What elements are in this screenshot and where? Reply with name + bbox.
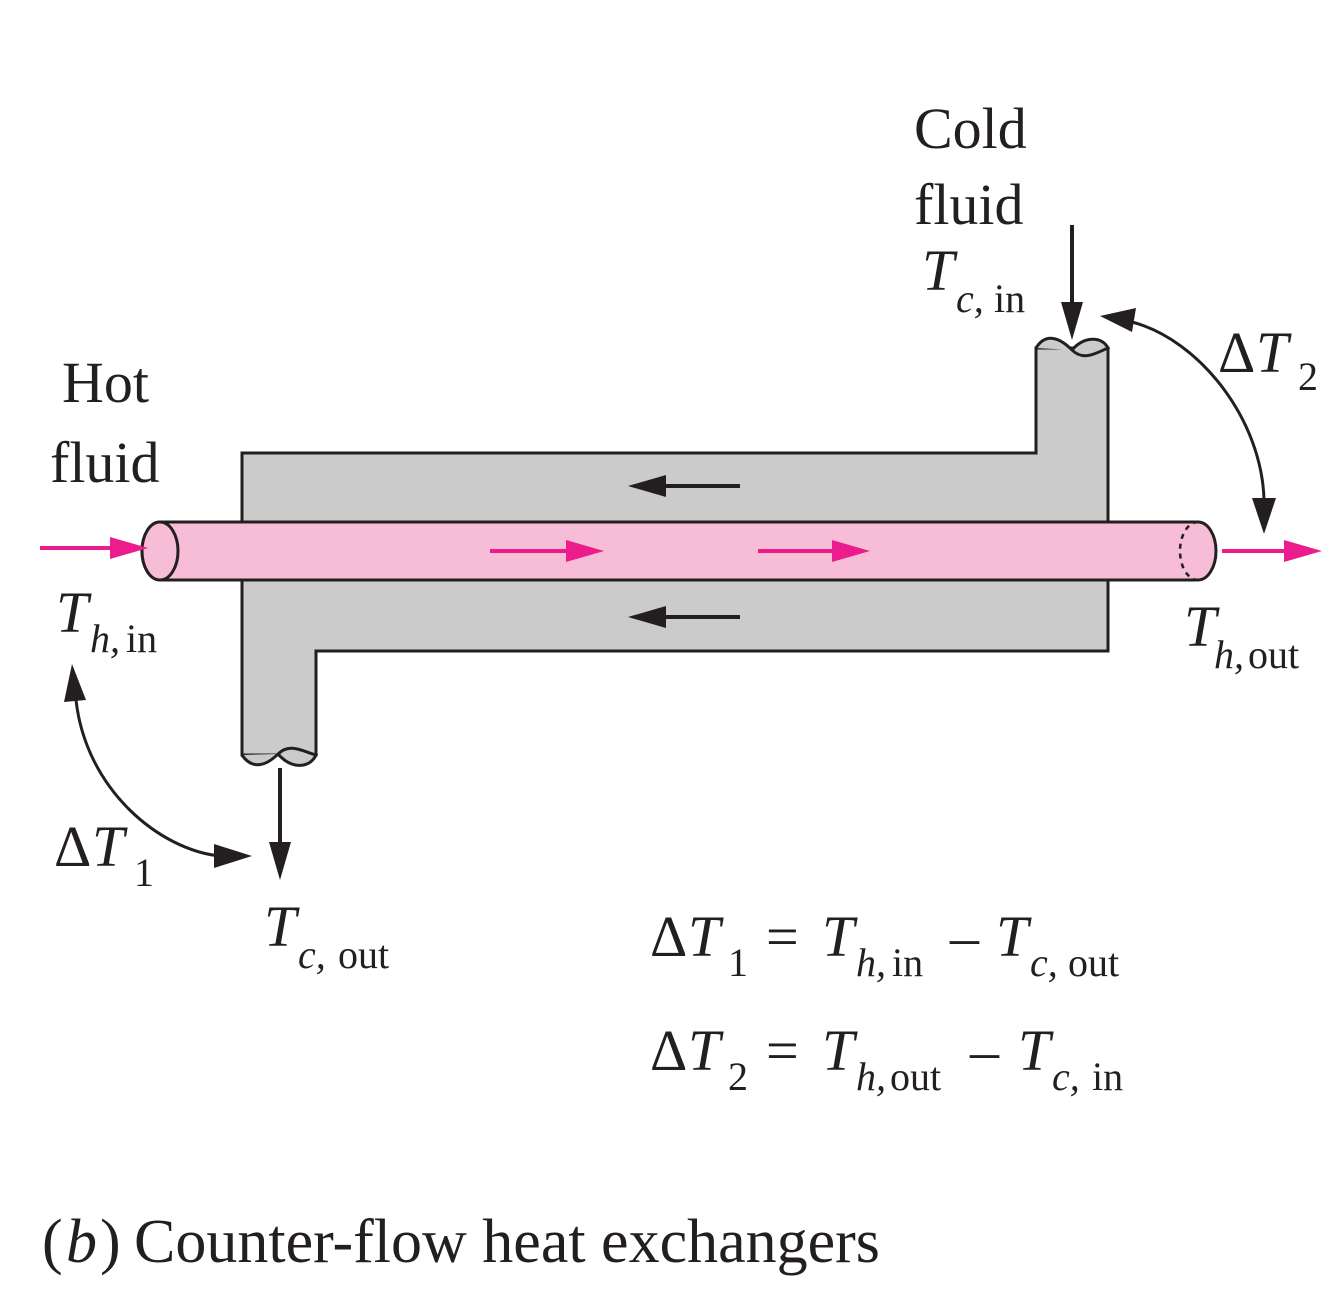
cold-fluid-label-line1: Cold [914, 96, 1027, 161]
hot-fluid-label-line2: fluid [50, 430, 160, 495]
t-symbol: T [996, 904, 1032, 969]
subscript-out: out [890, 1054, 941, 1099]
cold-inlet-arrow [1061, 225, 1083, 340]
subscript-2: 2 [1298, 354, 1318, 399]
cold-fluid-label-line2: fluid [914, 172, 1024, 237]
t-symbol: T [264, 894, 300, 959]
minus-sign: – [969, 1018, 1000, 1083]
subscript-c: c, [298, 932, 326, 977]
subscript-in: in [994, 276, 1025, 321]
t-symbol: T [92, 814, 128, 879]
delta-symbol: Δ [1218, 320, 1255, 385]
t-c-out-label: T c, out [264, 894, 389, 977]
subscript-out: out [338, 932, 389, 977]
caption-text: Counter-flow heat exchangers [134, 1208, 880, 1276]
figure-caption: ( b ) Counter-flow heat exchangers [42, 1208, 880, 1276]
hot-flow-arrow-inlet [40, 537, 148, 559]
caption-letter: b [66, 1208, 97, 1276]
subscript-in: in [892, 940, 923, 985]
t-h-in-label: T h, in [56, 580, 157, 661]
hot-flow-arrow-outlet [1222, 540, 1322, 562]
t-symbol: T [922, 238, 958, 303]
hot-fluid-label-line1: Hot [62, 350, 149, 415]
t-symbol: T [822, 904, 858, 969]
caption-close-paren: ) [100, 1208, 121, 1276]
t-symbol: T [1256, 320, 1292, 385]
subscript-1: 1 [134, 850, 154, 895]
subscript-h: h, [856, 940, 886, 985]
subscript-1: 1 [728, 940, 748, 985]
subscript-c: c, [1052, 1054, 1080, 1099]
t-symbol: T [688, 1018, 724, 1083]
delta-symbol: Δ [650, 904, 687, 969]
subscript-out: out [1068, 940, 1119, 985]
subscript-in: in [126, 616, 157, 661]
equation-delta-t1: Δ T 1 = T h, in – T c, out [650, 904, 1119, 985]
minus-sign: – [949, 904, 980, 969]
cold-outlet-arrow [269, 768, 291, 880]
delta-t2-arrow [1100, 308, 1276, 534]
equation-delta-t2: Δ T 2 = T h, out – T c, in [650, 1018, 1123, 1099]
t-h-out-label: T h, out [1184, 594, 1299, 677]
subscript-c: c, [956, 276, 984, 321]
delta-t1-label: Δ T 1 [54, 814, 154, 895]
subscript-in: in [1092, 1054, 1123, 1099]
delta-symbol: Δ [650, 1018, 687, 1083]
equals-sign: = [766, 1018, 799, 1083]
t-symbol: T [1018, 1018, 1054, 1083]
subscript-h: h, [1214, 632, 1244, 677]
subscript-out: out [1248, 632, 1299, 677]
cold-flow-arrow-top [628, 475, 740, 497]
t-symbol: T [688, 904, 724, 969]
equals-sign: = [766, 904, 799, 969]
caption-open-paren: ( [42, 1208, 63, 1276]
subscript-2: 2 [728, 1054, 748, 1099]
cold-inlet-nozzle-cut [1034, 336, 1111, 358]
t-symbol: T [1184, 594, 1220, 659]
hot-tube [140, 520, 1218, 582]
subscript-h: h, [90, 616, 120, 661]
delta-t1-arrow [64, 664, 252, 868]
hot-flow-arrow-1 [490, 540, 604, 562]
t-symbol: T [56, 580, 92, 645]
subscript-c: c, [1030, 940, 1058, 985]
cold-outlet-nozzle-cut [240, 746, 319, 767]
t-symbol: T [822, 1018, 858, 1083]
hot-tube-inlet-end [140, 520, 180, 582]
subscript-h: h, [856, 1054, 886, 1099]
cold-flow-arrow-bottom [628, 606, 740, 628]
hot-flow-arrow-2 [758, 540, 870, 562]
t-c-in-label: T c, in [922, 238, 1025, 321]
delta-t2-label: Δ T 2 [1218, 320, 1318, 399]
delta-symbol: Δ [54, 814, 91, 879]
